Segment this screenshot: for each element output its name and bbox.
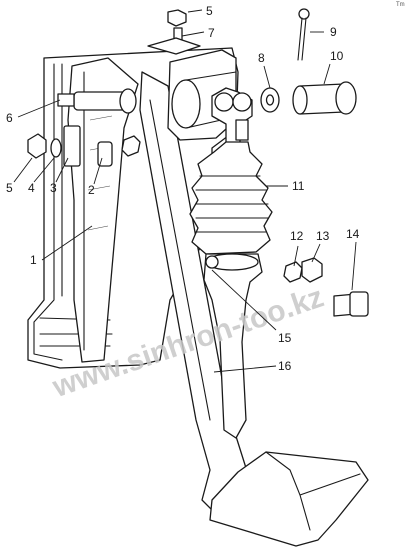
leader-5a [13, 157, 33, 183]
leader-10 [323, 63, 331, 85]
label-12: 12 [290, 229, 304, 243]
label-8: 8 [258, 51, 265, 65]
leader-2 [93, 157, 103, 185]
label-10: 10 [330, 49, 344, 63]
leader-1 [41, 225, 93, 261]
plate-nut [121, 135, 141, 157]
leader-14 [351, 241, 357, 291]
label-9: 9 [330, 25, 337, 39]
pedal-pad [209, 451, 369, 547]
side-nut [27, 133, 47, 159]
master-cylinder [203, 253, 263, 439]
label-13: 13 [316, 229, 330, 243]
leader-7 [181, 31, 205, 37]
label-3: 3 [50, 181, 57, 195]
corner-mark: Tm [396, 2, 405, 8]
bore-end [171, 79, 201, 129]
clevis-eye-right [232, 92, 252, 112]
label-11: 11 [292, 179, 305, 193]
label-14: 14 [346, 227, 360, 241]
spacer-sleeve [97, 141, 113, 167]
cotter-pin-body [297, 17, 307, 61]
pivot-pin [57, 93, 75, 107]
leader-12 [293, 245, 299, 267]
leader-16 [213, 365, 277, 373]
label-5a: 5 [6, 181, 13, 195]
spring-washer [50, 138, 62, 158]
clevis-eye-left [214, 92, 234, 112]
leader-8 [263, 65, 271, 89]
label-1: 1 [30, 253, 37, 267]
label-16: 16 [278, 359, 292, 373]
leader-15 [211, 269, 277, 331]
leader-13 [311, 243, 321, 263]
label-6: 6 [6, 111, 13, 125]
leader-6 [17, 99, 61, 118]
cotter-pin-head [298, 8, 310, 20]
label-15: 15 [278, 331, 292, 345]
label-2: 2 [88, 183, 95, 197]
lever-plate [67, 57, 139, 363]
leader-3 [55, 157, 69, 183]
leader-5b [187, 9, 203, 13]
label-4: 4 [28, 181, 35, 195]
lock-washer [283, 261, 303, 283]
retainer-plate [63, 125, 81, 167]
top-nut [167, 9, 187, 27]
clevis-rod [235, 119, 249, 141]
stop-bracket [147, 37, 201, 55]
label-5b: 5 [206, 4, 213, 18]
pivot-end [119, 88, 137, 114]
label-7: 7 [208, 26, 215, 40]
rubber-boot [189, 141, 273, 255]
leader-4 [33, 157, 55, 183]
